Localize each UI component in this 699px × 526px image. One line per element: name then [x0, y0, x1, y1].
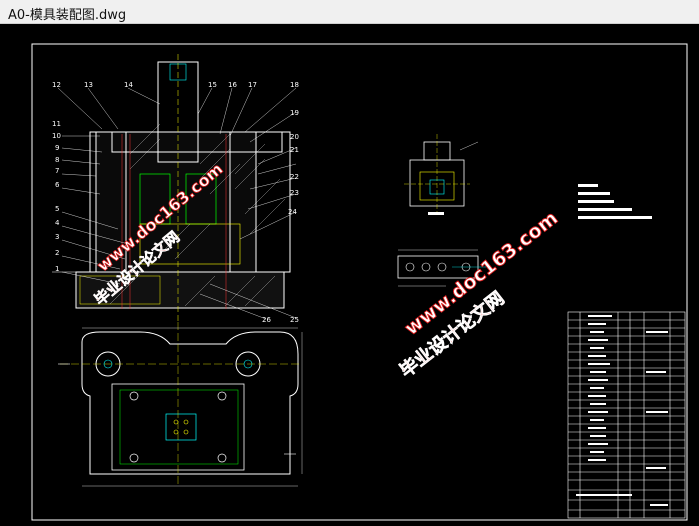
part-label-14: 14	[124, 81, 133, 89]
part-label-25: 25	[290, 316, 299, 324]
part-label-20: 20	[290, 133, 299, 141]
title-bar: A0-模具装配图.dwg	[0, 0, 699, 24]
section-view	[52, 54, 297, 324]
part-label-12: 12	[52, 81, 61, 89]
part-label-8: 8	[55, 156, 59, 164]
plan-view	[58, 322, 303, 487]
part-label-1: 1	[55, 265, 59, 273]
part-label-5: 5	[55, 205, 59, 213]
part-label-6: 6	[55, 181, 60, 189]
part-label-18: 18	[290, 81, 299, 89]
bom-table	[567, 311, 686, 519]
part-label-23: 23	[290, 189, 299, 197]
part-label-19: 19	[290, 109, 299, 117]
part-label-3: 3	[55, 233, 59, 241]
part-label-10: 10	[52, 132, 61, 140]
part-label-21: 21	[290, 146, 299, 154]
bom-table-text	[576, 315, 668, 506]
part-label-4: 4	[55, 219, 60, 227]
cad-drawing: 1 2 3 4 5 6 7 8 9 10 11 12 13 14 15 16 1…	[31, 43, 688, 521]
part-label-7: 7	[55, 167, 59, 175]
drawing-canvas[interactable]: 1 2 3 4 5 6 7 8 9 10 11 12 13 14 15 16 1…	[0, 24, 699, 526]
detail-view-top	[404, 134, 479, 215]
part-label-11: 11	[52, 120, 61, 128]
part-label-24: 24	[288, 208, 297, 216]
part-label-22: 22	[290, 173, 299, 181]
part-label-26: 26	[262, 316, 271, 324]
detail-view-bottom	[397, 249, 486, 287]
window-title: A0-模具装配图.dwg	[8, 8, 127, 23]
part-label-17: 17	[248, 81, 257, 89]
part-label-13: 13	[84, 81, 93, 89]
drawing-frame	[31, 43, 688, 521]
part-label-16: 16	[228, 81, 237, 89]
part-number-labels: 1 2 3 4 5 6 7 8 9 10 11 12 13 14 15 16 1…	[52, 81, 299, 324]
tech-requirements	[578, 184, 652, 219]
watermark-right: 毕业设计论文网 www.doc163.com	[395, 207, 562, 383]
part-label-2: 2	[55, 249, 59, 257]
part-label-15: 15	[208, 81, 217, 89]
part-label-9: 9	[55, 144, 59, 152]
